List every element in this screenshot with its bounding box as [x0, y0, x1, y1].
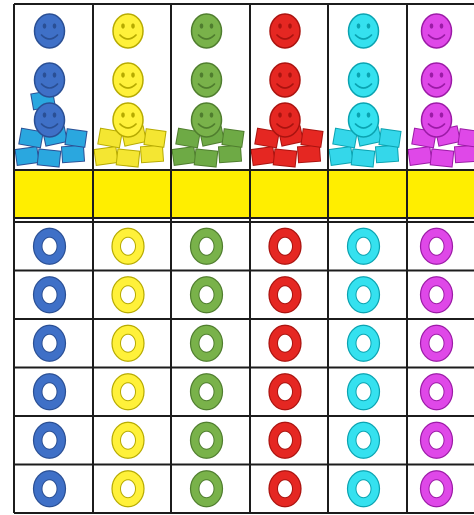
- block-red-6: [301, 129, 323, 148]
- block-red-1: [251, 147, 275, 166]
- ring-icon[interactable]: [269, 374, 301, 410]
- ring-icon[interactable]: [34, 422, 66, 458]
- ring-icon[interactable]: [421, 422, 453, 458]
- ring-icon[interactable]: [112, 277, 144, 313]
- block-red-2: [273, 149, 297, 167]
- ring-icon[interactable]: [191, 277, 223, 313]
- ring-icon[interactable]: [191, 228, 223, 264]
- ring-icon[interactable]: [269, 471, 301, 507]
- ring-icon[interactable]: [421, 228, 453, 264]
- smiley-face-icon[interactable]: [35, 103, 65, 137]
- yellow-band-row: [14, 170, 474, 218]
- smiley-face-icon[interactable]: [192, 14, 222, 48]
- ring-icon[interactable]: [34, 228, 66, 264]
- smiley-face-icon[interactable]: [35, 63, 65, 97]
- ring-icon[interactable]: [112, 471, 144, 507]
- block-magenta-3: [454, 145, 474, 162]
- ring-icon[interactable]: [112, 422, 144, 458]
- band-cell-magenta: [407, 170, 474, 218]
- band-cell-blue: [14, 170, 93, 218]
- ring-icon[interactable]: [191, 422, 223, 458]
- band-cell-yellow: [93, 170, 171, 218]
- ring-icon[interactable]: [191, 471, 223, 507]
- smiley-face-icon[interactable]: [349, 14, 379, 48]
- smiley-face-icon[interactable]: [270, 63, 300, 97]
- ring-icon[interactable]: [421, 325, 453, 361]
- ring-icon[interactable]: [112, 325, 144, 361]
- smiley-face-icon[interactable]: [349, 63, 379, 97]
- ring-icon[interactable]: [269, 228, 301, 264]
- block-green-3: [218, 145, 241, 162]
- block-cyan-3: [375, 145, 398, 162]
- block-blue-1: [15, 147, 39, 166]
- ring-icon[interactable]: [269, 277, 301, 313]
- smiley-face-icon[interactable]: [113, 103, 143, 137]
- ring-icon[interactable]: [348, 471, 380, 507]
- band-cell-green: [171, 170, 250, 218]
- smiley-face-icon[interactable]: [422, 63, 452, 97]
- ring-icon[interactable]: [348, 228, 380, 264]
- ring-icon[interactable]: [34, 277, 66, 313]
- block-red-3: [297, 145, 320, 162]
- ring-icon[interactable]: [269, 422, 301, 458]
- smiley-face-icon[interactable]: [192, 103, 222, 137]
- block-cyan-6: [379, 129, 401, 148]
- block-yellow-6: [144, 129, 166, 148]
- block-cyan-1: [329, 147, 353, 166]
- smiley-face-icon[interactable]: [113, 63, 143, 97]
- ring-icon[interactable]: [421, 374, 453, 410]
- ring-icon[interactable]: [34, 374, 66, 410]
- block-green-1: [172, 147, 196, 166]
- ring-icon[interactable]: [269, 325, 301, 361]
- ring-icon[interactable]: [112, 228, 144, 264]
- block-blue-2: [37, 149, 61, 167]
- block-magenta-6: [458, 129, 474, 148]
- smiley-face-icon[interactable]: [422, 14, 452, 48]
- ring-icon[interactable]: [112, 374, 144, 410]
- ring-icon[interactable]: [34, 471, 66, 507]
- smiley-face-icon[interactable]: [35, 14, 65, 48]
- ring-icon[interactable]: [348, 374, 380, 410]
- block-cyan-2: [351, 149, 375, 167]
- block-green-6: [222, 129, 244, 148]
- block-yellow-3: [140, 145, 163, 162]
- block-blue-3: [61, 145, 84, 162]
- ring-icon[interactable]: [191, 325, 223, 361]
- block-yellow-1: [94, 147, 118, 166]
- block-green-2: [194, 149, 218, 167]
- ring-icon[interactable]: [348, 422, 380, 458]
- ring-icon[interactable]: [348, 277, 380, 313]
- smiley-face-icon[interactable]: [349, 103, 379, 137]
- band-cell-red: [250, 170, 328, 218]
- block-magenta-1: [408, 147, 432, 166]
- smiley-face-icon[interactable]: [270, 14, 300, 48]
- smiley-face-icon[interactable]: [192, 63, 222, 97]
- ring-icon[interactable]: [421, 277, 453, 313]
- ring-icon[interactable]: [191, 374, 223, 410]
- block-blue-6: [65, 129, 87, 148]
- smiley-face-icon[interactable]: [270, 103, 300, 137]
- ring-icon[interactable]: [421, 471, 453, 507]
- smiley-face-icon[interactable]: [113, 14, 143, 48]
- ring-icon[interactable]: [348, 325, 380, 361]
- band-cell-cyan: [328, 170, 407, 218]
- smiley-face-icon[interactable]: [422, 103, 452, 137]
- ring-icon[interactable]: [34, 325, 66, 361]
- block-yellow-2: [116, 149, 140, 167]
- block-magenta-2: [430, 149, 454, 167]
